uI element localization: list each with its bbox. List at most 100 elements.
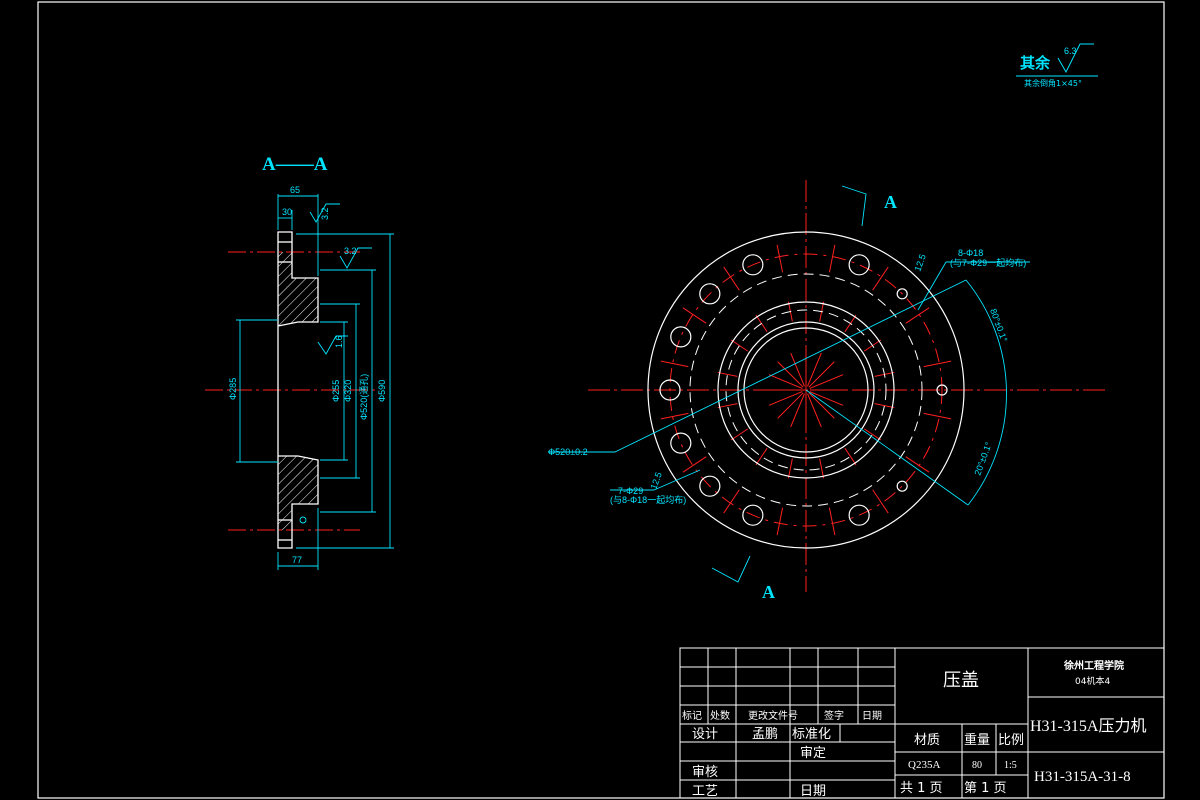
radial-centerline xyxy=(872,266,889,291)
hub-centerline xyxy=(790,352,805,387)
radial-centerline xyxy=(819,458,825,479)
class-name: 04机本4 xyxy=(1075,675,1110,687)
bolt-hole xyxy=(742,254,764,276)
dim-30: 30 xyxy=(282,207,292,217)
hdr-sign: 签字 xyxy=(824,709,844,722)
scale-value: 1:5 xyxy=(1004,760,1017,771)
hub-centerline xyxy=(790,393,805,428)
designer-name: 孟鹏 xyxy=(752,727,778,742)
radial-centerline xyxy=(723,489,740,514)
total-sheets: 共 1 页 xyxy=(900,781,943,796)
dim-d255: Φ255 xyxy=(331,380,341,402)
part-name: 压盖 xyxy=(943,670,979,691)
process-label: 工艺 xyxy=(692,784,718,799)
hub-centerline xyxy=(808,392,835,419)
bolt-hole xyxy=(659,379,681,401)
title-block xyxy=(679,647,1165,799)
radial-centerline xyxy=(660,360,689,368)
hole-note-1: 8-Φ18 xyxy=(958,248,983,258)
bolt-hole xyxy=(670,326,692,348)
hdr-change: 更改文件号 xyxy=(748,709,798,722)
drawing-border xyxy=(37,1,1165,799)
radial-centerline xyxy=(905,307,930,324)
hub-centerline xyxy=(807,393,822,428)
design-label: 设计 xyxy=(692,727,718,742)
radial-centerline xyxy=(923,412,952,420)
radial-centerline xyxy=(730,428,749,441)
review-label: 审核 xyxy=(692,765,718,780)
material-label: 材质 xyxy=(914,733,940,748)
radial-centerline xyxy=(863,428,882,441)
depth-1: 12.5 xyxy=(912,253,927,273)
weight-value: 80 xyxy=(972,760,982,771)
bolt-hole xyxy=(699,283,721,305)
radial-centerline xyxy=(844,447,857,466)
hole-note-2: 7-Φ29 xyxy=(618,486,643,496)
scale-label: 比例 xyxy=(998,733,1024,748)
roughness-label: 其余 xyxy=(1020,54,1051,72)
title-block-text: 压盖 徐州工程学院 04机本4 H31-315A压力机 H31-315A-31-… xyxy=(682,659,1146,799)
radial-centerline xyxy=(723,266,740,291)
angle-2: 20°±0.1° xyxy=(972,440,993,476)
hdr-date: 日期 xyxy=(862,710,882,722)
small-hole xyxy=(896,480,908,492)
drawing-number: H31-315A-31-8 xyxy=(1034,769,1131,785)
bolt-hole xyxy=(699,475,721,497)
weight-label: 重量 xyxy=(964,732,990,748)
hub-centerline xyxy=(809,374,844,389)
bolt-hole xyxy=(670,432,692,454)
dim-d520: Φ520(通孔) xyxy=(359,374,369,420)
hdr-count: 处数 xyxy=(710,709,730,722)
radial-centerline xyxy=(660,412,689,420)
radial-centerline xyxy=(776,244,784,273)
radial-centerline xyxy=(682,456,707,473)
approve-label: 审定 xyxy=(800,746,826,761)
bolt-hole xyxy=(848,254,870,276)
small-hole xyxy=(896,288,908,300)
dim-d590: Φ590 xyxy=(377,380,387,402)
hub-centerline xyxy=(809,391,844,406)
small-hole xyxy=(936,384,948,396)
hub-centerline xyxy=(777,361,804,388)
hole-note-1-sub: (与7-Φ29一起均布) xyxy=(950,257,1026,268)
radial-centerline xyxy=(828,507,836,536)
radial-centerline xyxy=(828,244,836,273)
bolt-hole xyxy=(848,504,870,526)
roughness-value: 6.3 xyxy=(1064,46,1077,56)
section-title: A——A xyxy=(262,154,328,175)
plan-view: A A 8-Φ18 (与7-Φ29一起均布) 7-Φ29 (与8-Φ18一起均布… xyxy=(548,180,1105,602)
sheet-number: 第 1 页 xyxy=(964,781,1007,796)
roughness-chamfer-note: 其余倒角1×45° xyxy=(1024,78,1082,88)
machine-name: H31-315A压力机 xyxy=(1030,717,1146,735)
dim-65: 65 xyxy=(290,185,300,195)
school-name: 徐州工程学院 xyxy=(1063,659,1124,672)
radial-centerline xyxy=(905,456,930,473)
hub-centerline xyxy=(777,392,804,419)
standard-label: 标准化 xyxy=(792,727,831,742)
depth-2: 12.5 xyxy=(648,471,663,491)
hub-centerline xyxy=(768,374,803,389)
section-label-a-top: A xyxy=(884,192,897,212)
radial-centerline xyxy=(923,360,952,368)
angle-1: 80°±0.1° xyxy=(988,307,1009,343)
rough-3-2-b: 3.2 xyxy=(344,246,357,256)
material-value: Q235A xyxy=(908,759,940,771)
radial-centerline xyxy=(874,403,895,409)
radial-centerline xyxy=(872,489,889,514)
roughness-note: 其余 6.3 其余倒角1×45° xyxy=(1016,43,1098,88)
section-view: A——A 65 30 77 3.2 3.2 1.6 Φ285 Φ255 Φ320… xyxy=(205,154,394,570)
dim-d320: Φ320 xyxy=(343,380,353,402)
dia-note: Φ520±0.2 xyxy=(548,447,588,457)
hub-centerline xyxy=(808,361,835,388)
radial-centerline xyxy=(755,447,768,466)
radial-centerline xyxy=(776,507,784,536)
section-label-a-bottom: A xyxy=(762,582,775,602)
radial-centerline xyxy=(787,458,793,479)
radial-centerline xyxy=(682,307,707,324)
bolt-hole xyxy=(742,504,764,526)
radial-centerline xyxy=(717,403,738,409)
date-label: 日期 xyxy=(800,784,826,799)
rough-1-6: 1.6 xyxy=(334,335,344,348)
hdr-mark: 标记 xyxy=(682,710,702,722)
